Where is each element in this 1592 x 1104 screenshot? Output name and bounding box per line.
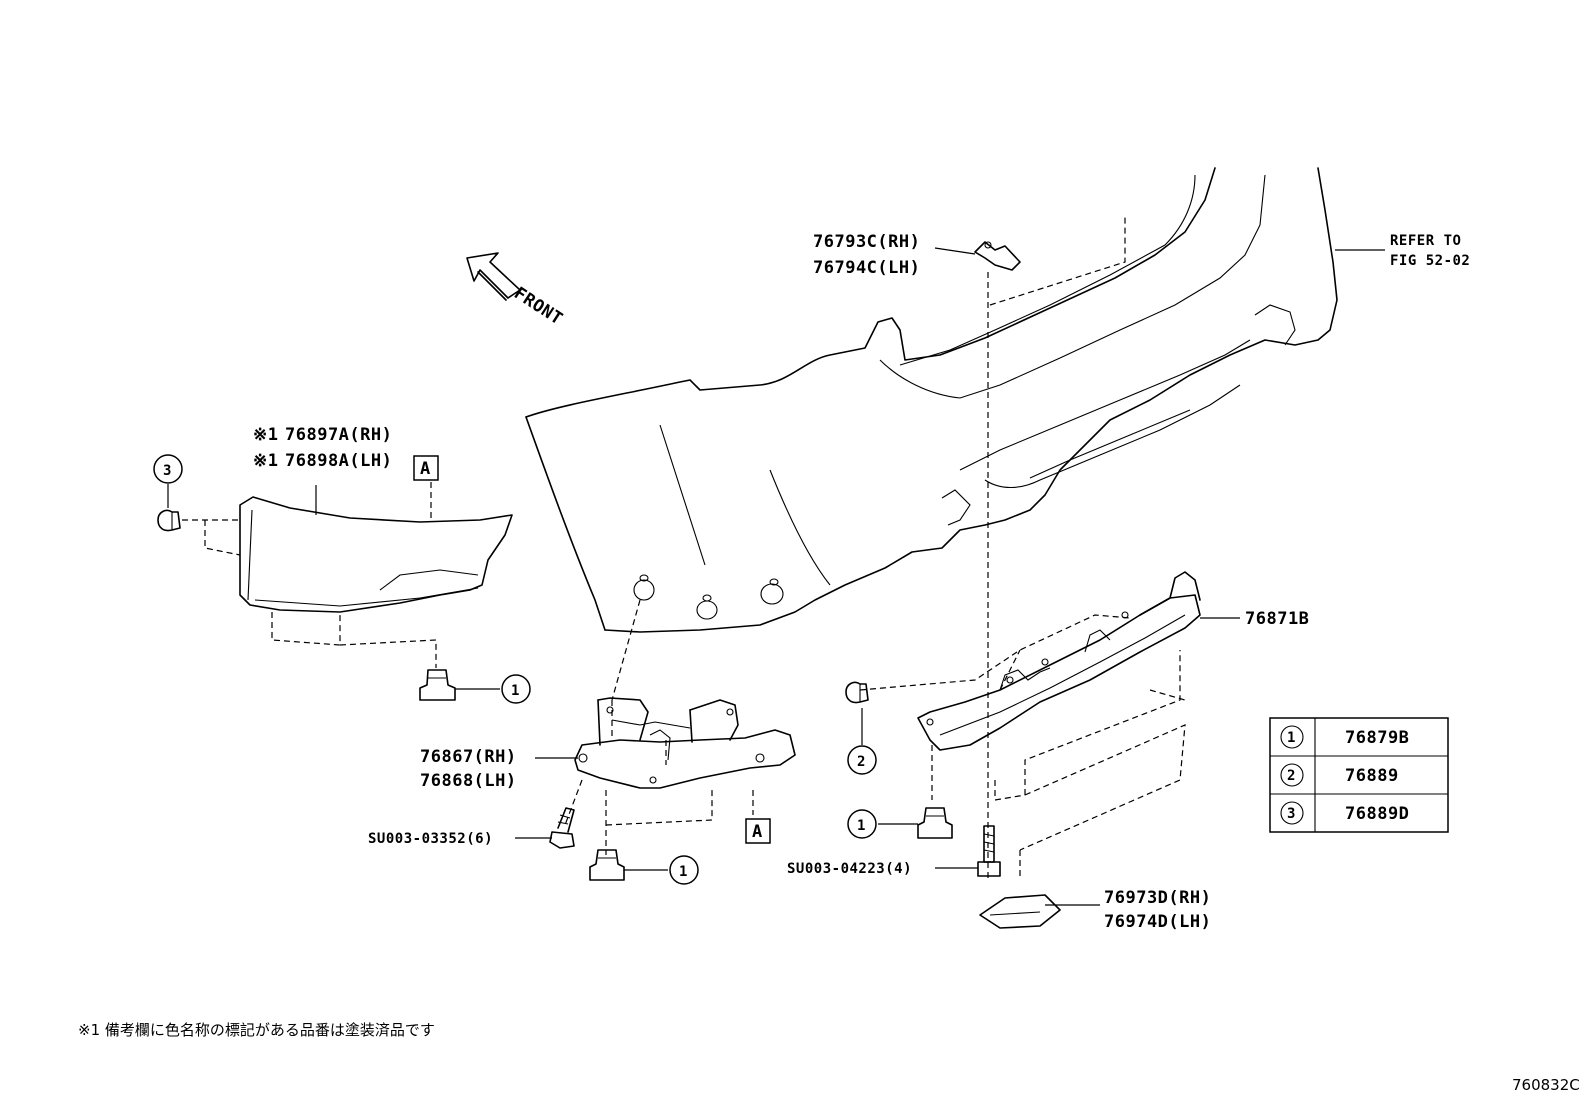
legend-row: 2 76889 <box>1280 763 1399 787</box>
circle-2-callout <box>847 745 877 775</box>
extension-mark-rh: ※1 <box>253 425 278 445</box>
reinforcement-part <box>917 571 1201 751</box>
legend-part: 76879B <box>1345 728 1409 748</box>
circle-1-label-b: 1 <box>679 864 688 880</box>
extension-label-lh: 76898A(LH) <box>285 451 392 471</box>
legend-row: 1 76879B <box>1280 725 1409 749</box>
legend-part: 76889D <box>1345 804 1409 824</box>
figure-code: 760832C <box>1512 1076 1580 1094</box>
bracket-label-rh: 76867(RH) <box>420 747 517 767</box>
clip-1-part-b <box>589 849 625 881</box>
bumper-cover-outline <box>525 167 1338 633</box>
refer-to-line-1: REFER TO <box>1390 233 1461 249</box>
footnote: ※1 備考欄に色名称の標記がある品番は塗装済品です <box>78 1021 435 1039</box>
screw-left-part <box>549 807 575 849</box>
reference-box-a-top-label: A <box>420 459 431 479</box>
clip-1-part-c <box>917 807 953 839</box>
circle-1-callout-c <box>847 809 877 839</box>
legend-part: 76889 <box>1345 766 1399 786</box>
clip-3-part <box>157 509 181 532</box>
circle-1-callout-b <box>669 855 699 885</box>
legend-table: 1 76879B 2 76889 3 76889D <box>1269 717 1449 833</box>
circle-2-label: 2 <box>857 754 866 770</box>
screw-left-label: SU003-03352(6) <box>368 831 493 847</box>
cover-label-rh: 76973D(RH) <box>1104 888 1211 908</box>
extension-mark-lh: ※1 <box>253 451 278 471</box>
retainer-label-lh: 76794C(LH) <box>813 258 920 278</box>
circle-1-label-c: 1 <box>857 818 866 834</box>
extension-label-rh: 76897A(RH) <box>285 425 392 445</box>
screw-right-part <box>977 825 1001 877</box>
legend-circle-1-icon <box>1280 725 1304 749</box>
legend-symbol: 1 <box>1287 730 1296 746</box>
circle-3-label: 3 <box>163 463 172 479</box>
legend-row: 3 76889D <box>1280 801 1409 825</box>
legend-circle-2-icon <box>1280 763 1304 787</box>
cover-label-lh: 76974D(LH) <box>1104 912 1211 932</box>
reference-box-a-bottom <box>745 818 771 844</box>
clip-1-part-a <box>419 669 456 701</box>
cover-part <box>979 894 1061 929</box>
legend-symbol: 2 <box>1287 768 1296 784</box>
front-label: FRONT <box>510 283 566 329</box>
retainer-part <box>974 241 1021 271</box>
screw-right-label: SU003-04223(4) <box>787 861 912 877</box>
refer-to-line-2: FIG 52-02 <box>1390 253 1470 269</box>
circle-1-callout-a <box>501 674 531 704</box>
reinforcement-label: 76871B <box>1245 609 1309 629</box>
reference-box-a-top <box>413 455 439 481</box>
legend-circle-3-icon <box>1280 801 1304 825</box>
retainer-label-rh: 76793C(RH) <box>813 232 920 252</box>
front-arrow-icon <box>466 252 521 301</box>
circle-1-label-a: 1 <box>511 683 520 699</box>
bumper-bracket-part <box>574 697 796 789</box>
reference-box-a-bottom-label: A <box>752 822 763 842</box>
bumper-extension-part <box>239 496 513 613</box>
clip-2-part <box>845 681 869 704</box>
legend-symbol: 3 <box>1287 806 1296 822</box>
bracket-label-lh: 76868(LH) <box>420 771 517 791</box>
circle-3-callout <box>153 454 183 484</box>
